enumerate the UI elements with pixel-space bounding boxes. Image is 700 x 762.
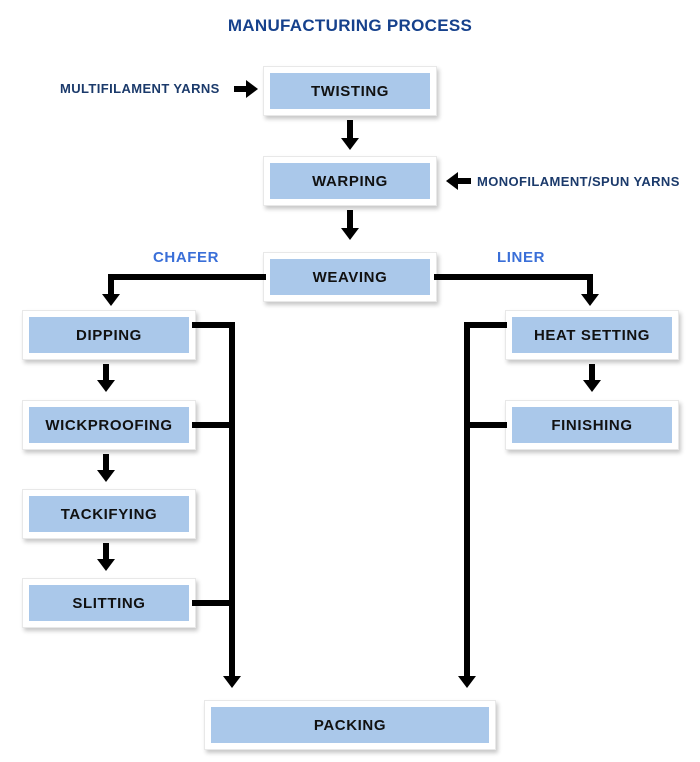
arrow-down-icon-wickproofing-tackifying: [97, 470, 115, 482]
connector-dipping-to-collector: [192, 322, 233, 328]
process-box-wickproofing-fill: WICKPROOFING: [29, 407, 189, 443]
arrow-down-icon-twisting-warping: [341, 138, 359, 150]
process-box-packing[interactable]: PACKING: [204, 700, 496, 750]
process-box-twisting[interactable]: TWISTING: [263, 66, 437, 116]
arrow-down-icon-dipping-wickproofing: [97, 380, 115, 392]
process-box-heat-setting[interactable]: HEAT SETTING: [505, 310, 679, 360]
arrow-down-icon-right-collector-packing: [458, 676, 476, 688]
connector-weaving-branch-right-drop: [587, 274, 593, 296]
connector-dipping-to-wickproofing: [103, 364, 109, 382]
process-box-finishing[interactable]: FINISHING: [505, 400, 679, 450]
process-box-tackifying-label: TACKIFYING: [60, 505, 158, 523]
process-box-warping[interactable]: WARPING: [263, 156, 437, 206]
connector-heat-setting-to-collector: [464, 322, 507, 328]
process-box-slitting-label: SLITTING: [72, 594, 146, 612]
process-box-weaving-label: WEAVING: [312, 268, 388, 286]
connector-wickproofing-to-tackifying: [103, 454, 109, 472]
connector-tackifying-to-slitting: [103, 543, 109, 561]
connector-weaving-branch-left-drop: [108, 274, 114, 296]
arrow-down-icon-weaving-heat-setting: [581, 294, 599, 306]
connector-heat-setting-to-finishing: [589, 364, 595, 382]
connector-left-collector-trunk: [229, 322, 235, 678]
process-box-slitting[interactable]: SLITTING: [22, 578, 196, 628]
connector-finishing-to-collector: [464, 422, 507, 428]
process-box-tackifying-fill: TACKIFYING: [29, 496, 189, 532]
process-box-packing-label: PACKING: [313, 716, 387, 734]
process-box-wickproofing-label: WICKPROOFING: [45, 416, 173, 434]
process-box-wickproofing[interactable]: WICKPROOFING: [22, 400, 196, 450]
input-label-monofilament-spun-yarns: MONOFILAMENT/SPUN YARNS: [477, 174, 680, 189]
process-box-warping-fill: WARPING: [270, 163, 430, 199]
process-box-tackifying[interactable]: TACKIFYING: [22, 489, 196, 539]
process-box-packing-fill: PACKING: [211, 707, 489, 743]
branch-label-chafer: CHAFER: [153, 249, 220, 266]
process-box-finishing-fill: FINISHING: [512, 407, 672, 443]
input-label-multifilament-yarns: MULTIFILAMENT YARNS: [60, 81, 220, 96]
process-box-twisting-label: TWISTING: [310, 82, 390, 100]
arrow-down-icon-left-collector-packing: [223, 676, 241, 688]
page-title: MANUFACTURING PROCESS: [227, 16, 473, 35]
process-box-dipping[interactable]: DIPPING: [22, 310, 196, 360]
process-box-twisting-fill: TWISTING: [270, 73, 430, 109]
process-box-finishing-label: FINISHING: [551, 416, 633, 434]
connector-right-collector-trunk: [464, 322, 470, 678]
arrow-down-icon-weaving-dipping: [102, 294, 120, 306]
arrow-down-icon-tackifying-slitting: [97, 559, 115, 571]
connector-weaving-branch-left: [108, 274, 266, 280]
connector-weaving-branch-right: [434, 274, 593, 280]
connector-slitting-to-collector: [192, 600, 233, 606]
process-box-heat-setting-fill: HEAT SETTING: [512, 317, 672, 353]
connector-wickproofing-to-collector: [192, 422, 233, 428]
connector-warping-to-weaving: [347, 210, 353, 230]
process-box-slitting-fill: SLITTING: [29, 585, 189, 621]
arrow-down-icon-heat-setting-finishing: [583, 380, 601, 392]
process-box-dipping-fill: DIPPING: [29, 317, 189, 353]
process-box-warping-label: WARPING: [312, 172, 388, 190]
process-box-heat-setting-label: HEAT SETTING: [533, 326, 651, 344]
process-box-weaving-fill: WEAVING: [270, 259, 430, 295]
process-box-weaving[interactable]: WEAVING: [263, 252, 437, 302]
branch-label-liner: LINER: [497, 249, 545, 266]
process-box-dipping-label: DIPPING: [76, 326, 142, 344]
connector-twisting-to-warping: [347, 120, 353, 140]
arrow-down-icon-warping-weaving: [341, 228, 359, 240]
arrow-left-icon-monofilament: [446, 172, 472, 190]
arrow-right-icon-multifilament: [234, 80, 258, 98]
